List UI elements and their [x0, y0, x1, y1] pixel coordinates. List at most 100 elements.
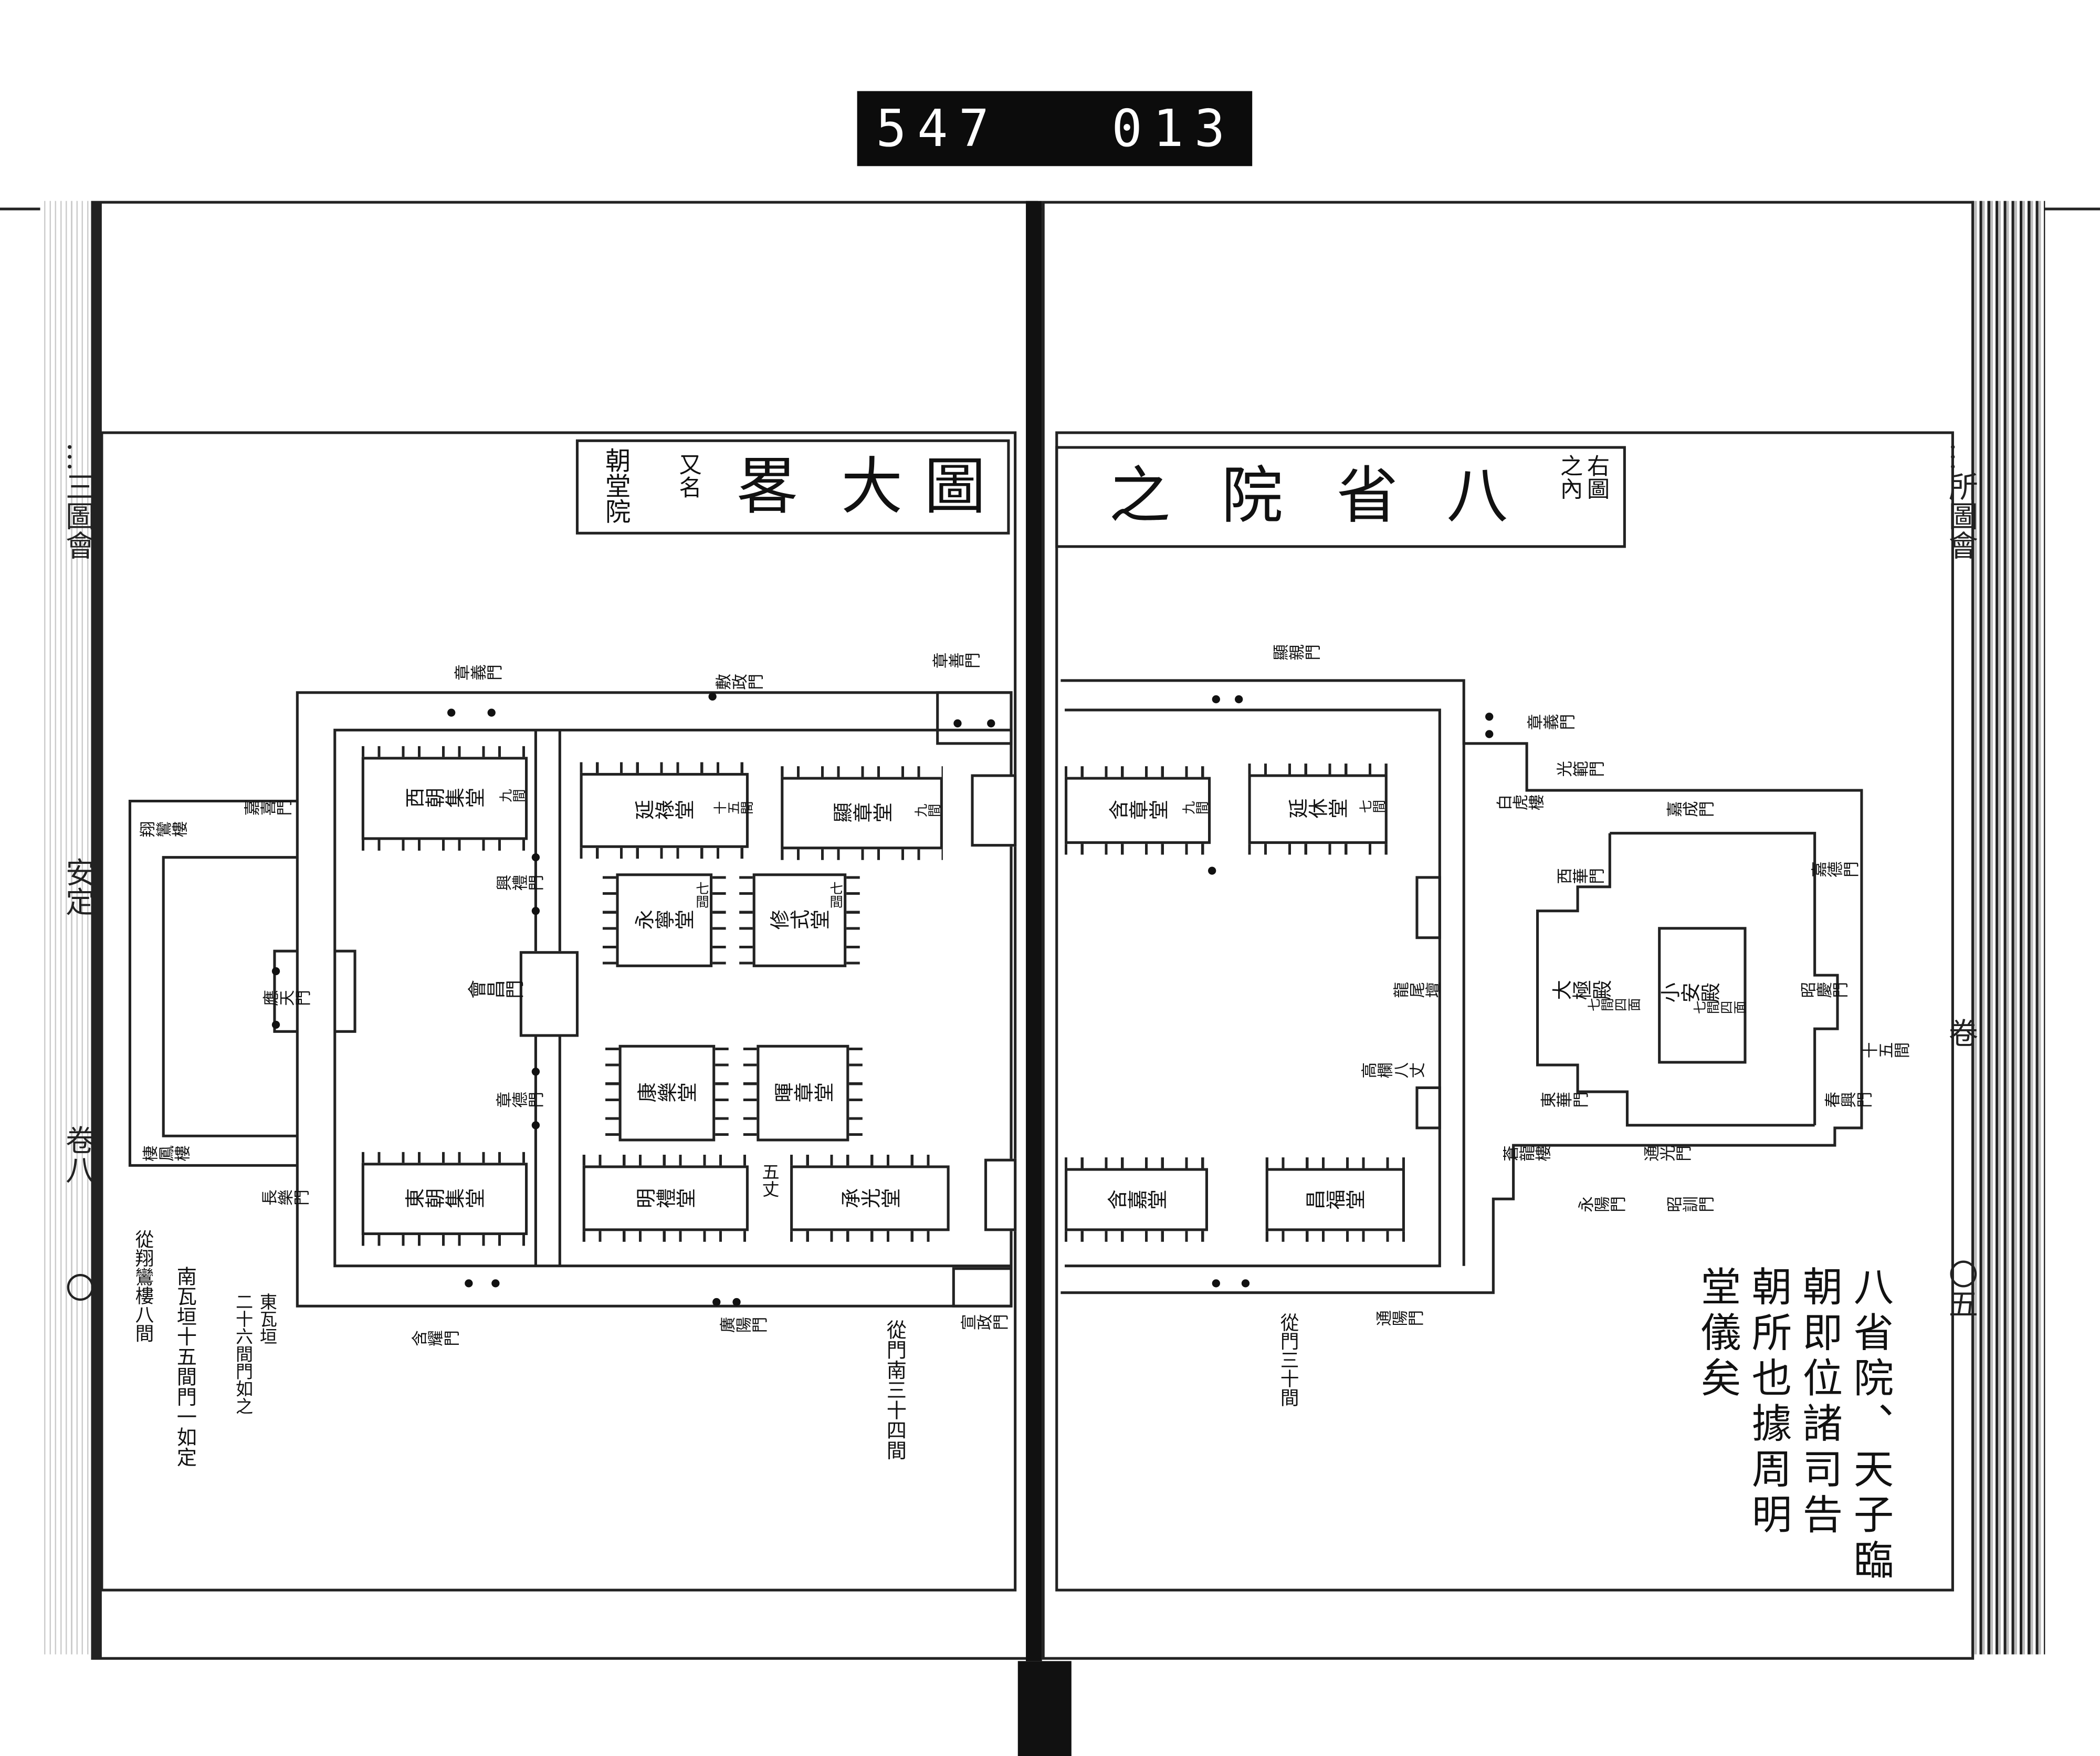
gate-label: 興禮門 [495, 874, 544, 893]
gate-posts [271, 692, 1494, 1306]
gate-label: 春興門 [1824, 1091, 1873, 1110]
gate-label: 含耀門 [411, 1329, 459, 1349]
right-margin-title: …所圖會 [1943, 442, 1977, 560]
hall-name: 永寧堂 [634, 908, 695, 933]
gate-label: 章善門 [932, 652, 981, 671]
hall-size: 七間 [1358, 801, 1386, 817]
hall-name: 延祿堂 [634, 798, 695, 823]
hall-size: 七間 [692, 881, 707, 908]
left-margin-volume: 卷八 [60, 1125, 94, 1185]
alias-label: 又名 [674, 453, 701, 498]
hall-name: 修式堂 [769, 908, 830, 933]
note: 從門三十間 [1277, 1312, 1299, 1407]
gate-label: 光範門 [1556, 760, 1605, 779]
hall-size: 九間 [1182, 803, 1209, 818]
left-margin-text: 安定 [60, 857, 94, 916]
gate-label: 嘉成門 [1666, 800, 1715, 819]
huichang-gate-box [519, 951, 579, 1037]
hall-east-chosyudo: 東朝集堂 [361, 1152, 528, 1246]
description-line: 朝即位諸司告 [1794, 1266, 1842, 1540]
hall-west-chosyudo: 西朝集堂 九間 [361, 746, 528, 851]
hall-name: 承光堂 [839, 1186, 900, 1210]
shoanden: 小安殿 七間四面 [1658, 927, 1747, 1064]
note: 南瓦垣十五間門一如定 [174, 1266, 198, 1467]
size-label: 十五間 [1861, 1041, 1910, 1061]
gate-label: 東華門 [1540, 1091, 1589, 1110]
hall-meireido: 明禮堂 [582, 1154, 749, 1242]
hall-size: 七間四面 [1587, 1000, 1641, 1015]
hall-size: 十五間 [713, 803, 753, 818]
hall-name: 延休堂 [1287, 797, 1348, 821]
tower-label: 棲鳳樓 [142, 1144, 191, 1164]
hall-enrokudo: 延祿堂 十五間 [580, 762, 753, 859]
hall-kishodo: 暉章堂 [743, 1044, 863, 1142]
hall-name: 暉章堂 [772, 1081, 833, 1105]
right-margin-page: 〇五 [1943, 1259, 1977, 1319]
left-margin-page: 〇 [60, 1272, 94, 1302]
title-char: 圖 [924, 450, 986, 522]
gate-label: 長樂門 [261, 1189, 310, 1208]
left-margin-title: …三圖會 [60, 442, 94, 560]
gate-label: 顯親門 [1272, 643, 1321, 663]
gate-label: 會昌門 [467, 980, 524, 1001]
hall-shokodo: 承光堂 [790, 1154, 950, 1242]
alias-name: 朝堂院 [601, 447, 631, 524]
title-char: 大 [841, 450, 903, 522]
partial-building [984, 1158, 1017, 1231]
note: 從門南三十四間 [884, 1319, 908, 1460]
right-page [1042, 201, 1975, 1660]
gate-label: 通光門 [1643, 1144, 1692, 1164]
right-frame [1055, 431, 1954, 1592]
note: 五丈 [758, 1163, 779, 1198]
gate-label: 廣陽門 [719, 1316, 768, 1335]
gate-label: 敷政門 [715, 673, 764, 692]
left-frame [100, 431, 1017, 1592]
gate-label: 西華門 [1556, 867, 1605, 886]
gate-label: 嘉德門 [1810, 861, 1859, 880]
gate-label: 應天門 [262, 989, 311, 1008]
note: 東瓦垣 [256, 1292, 276, 1345]
tower-label: 翔鸞樓 [139, 820, 188, 840]
title-char: 省 [1336, 459, 1399, 532]
hall-name: 康樂堂 [637, 1081, 697, 1105]
title-char: 院 [1221, 459, 1283, 532]
left-page [91, 201, 1038, 1660]
right-margin-volume: 卷 [1943, 1018, 1977, 1048]
film-number-right: 013 [1111, 99, 1236, 159]
hall-size: 七間四面 [1693, 1002, 1747, 1018]
hall-name: 明禮堂 [635, 1186, 696, 1210]
spine-block [1017, 1661, 1072, 1756]
hall-name: 含章堂 [1107, 798, 1168, 823]
left-title-box: 朝堂院 又名 畧 大 圖 [575, 439, 1010, 535]
daigokuden: 大極殿 七間四面 [1547, 924, 1641, 1058]
description-line: 八省院、天子臨 [1845, 1266, 1893, 1585]
gate-label: 永陽門 [1578, 1195, 1626, 1215]
hall-shofukudo: 昌福堂 [1265, 1157, 1405, 1242]
title-char: 八 [1446, 459, 1508, 532]
title-note: 之內 [1555, 454, 1582, 500]
hall-enkyudo: 延休堂 七間 [1248, 764, 1388, 855]
description-line: 堂儀矣 [1693, 1266, 1740, 1403]
gate-label: 宣政門 [960, 1313, 1009, 1332]
tower-label: 蒼龍樓 [1503, 1144, 1551, 1164]
hall-name: 含嘉堂 [1106, 1187, 1167, 1212]
gate-label: 章義門 [1527, 713, 1575, 733]
gate-label: 通陽門 [1375, 1309, 1424, 1329]
gate-label: 章德門 [495, 1091, 544, 1110]
book-spine [1026, 201, 1042, 1661]
partial-building [971, 774, 1017, 847]
note: 從翔鸞樓八間 [132, 1229, 154, 1343]
hall-name: 西朝集堂 [404, 786, 485, 811]
page-stack-edge [1971, 201, 2045, 1655]
gate-label: 昭訓門 [1666, 1195, 1715, 1215]
note: 二十六間門如之 [232, 1292, 252, 1415]
hall-size: 七間 [826, 881, 842, 908]
hall-name: 小安殿 [1660, 981, 1720, 1006]
hall-name: 顯章堂 [832, 801, 892, 825]
hall-gankado: 含嘉堂 [1065, 1157, 1209, 1242]
hall-size: 九間 [914, 806, 941, 821]
title-note: 右圖 [1581, 454, 1609, 500]
platform-note: 高欄八丈 [1360, 1061, 1425, 1081]
description-text: 八省院、天子臨 朝即位諸司告 朝所也據周明 堂儀矣 [1690, 1266, 1894, 1585]
